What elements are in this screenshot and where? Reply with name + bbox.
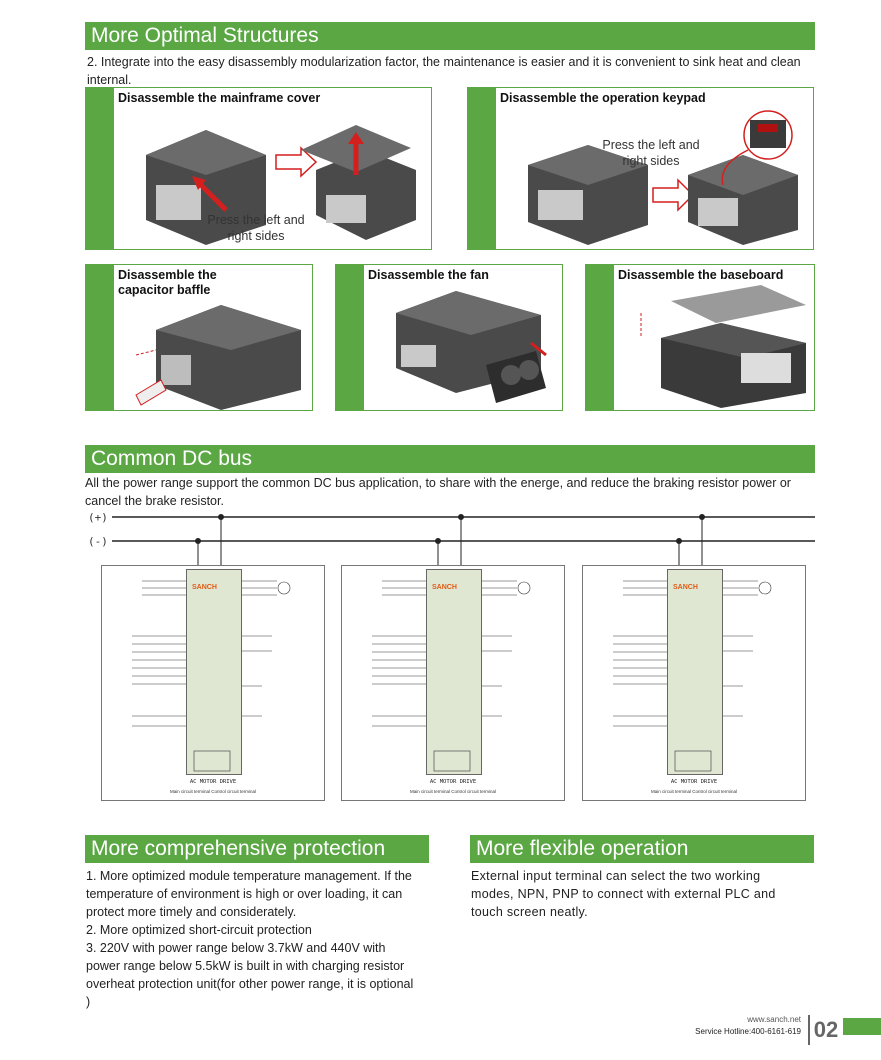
panel-operation-keypad: Disassemble the operation keypad Press t… bbox=[467, 87, 814, 250]
drive-core bbox=[426, 569, 482, 775]
schematic-legend: Main circuit terminal Control circuit te… bbox=[650, 789, 738, 794]
mainframe-cover-illustration bbox=[146, 125, 416, 245]
drive-schematic-1: SANCH AC MOTOR DRIVE Main circuit termin… bbox=[101, 565, 325, 801]
panel-strip bbox=[86, 265, 114, 410]
drive-core bbox=[186, 569, 242, 775]
panel-title: Disassemble the baseboard bbox=[618, 268, 784, 282]
panel-title: Disassemble the fan bbox=[368, 268, 489, 282]
schematic-caption: AC MOTOR DRIVE bbox=[670, 779, 718, 785]
schematic-wiring bbox=[132, 580, 291, 772]
brand-logo: SANCH bbox=[432, 584, 457, 591]
schematic-caption: AC MOTOR DRIVE bbox=[189, 779, 237, 785]
drive-schematic-2: SANCH AC MOTOR DRIVE Main circuit termin… bbox=[341, 565, 565, 801]
operation-text: External input terminal can select the t… bbox=[471, 869, 776, 919]
panel-title: Disassemble the operation keypad bbox=[500, 91, 706, 105]
protection-list: 1. More optimized module temperature man… bbox=[86, 867, 416, 1011]
bus-minus-label: (-) bbox=[88, 535, 108, 548]
panel-strip bbox=[468, 88, 496, 249]
panel-baseboard: Disassemble the baseboard bbox=[585, 264, 815, 411]
panel-strip bbox=[586, 265, 614, 410]
panel-note: Press the left and right sides bbox=[207, 213, 305, 243]
protection-item-3: 3. 220V with power range below 3.7kW and… bbox=[86, 941, 414, 1009]
drive-core bbox=[667, 569, 723, 775]
bus-plus-label: (+) bbox=[88, 511, 108, 524]
panel-capacitor-baffle: Disassemble the capacitor baffle bbox=[85, 264, 313, 411]
section-title-operation: More flexible operation bbox=[470, 835, 814, 863]
keypad-illustration bbox=[528, 110, 798, 245]
schematic-wiring bbox=[372, 580, 531, 772]
protection-item-2: 2. More optimized short-circuit protecti… bbox=[86, 923, 312, 937]
panel-mainframe-cover: Disassemble the mainframe cover Press th… bbox=[85, 87, 432, 250]
footer-hotline: Service Hotline:400-6161-619 bbox=[695, 1027, 801, 1036]
panel-title: Disassemble the capacitor baffle bbox=[118, 268, 217, 297]
section-title-structures: More Optimal Structures bbox=[85, 22, 815, 50]
capacitor-baffle-illustration bbox=[135, 305, 301, 410]
page-number: 02 bbox=[808, 1015, 842, 1045]
panel-note: Press the left and right sides bbox=[602, 138, 700, 168]
panel-title: Disassemble the mainframe cover bbox=[118, 91, 321, 105]
schematic-legend: Main circuit terminal Control circuit te… bbox=[169, 789, 257, 794]
section-title-protection: More comprehensive protection bbox=[85, 835, 429, 863]
dc-bus-lines bbox=[112, 514, 815, 565]
schematic-legend: Main circuit terminal Control circuit te… bbox=[409, 789, 497, 794]
page-accent-bar bbox=[843, 1018, 881, 1035]
fan-illustration bbox=[396, 291, 547, 403]
structures-intro: 2. Integrate into the easy disassembly m… bbox=[87, 55, 801, 87]
drive-schematic-3: SANCH AC MOTOR DRIVE Main circuit termin… bbox=[582, 565, 806, 801]
dcbus-intro: All the power range support the common D… bbox=[85, 476, 791, 508]
footer-url: www.sanch.net bbox=[747, 1015, 801, 1024]
panel-strip bbox=[336, 265, 364, 410]
brand-logo: SANCH bbox=[673, 584, 698, 591]
panel-fan: Disassemble the fan bbox=[335, 264, 563, 411]
schematic-wiring bbox=[613, 580, 772, 772]
panel-strip bbox=[86, 88, 114, 249]
schematic-caption: AC MOTOR DRIVE bbox=[429, 779, 477, 785]
section-title-dcbus: Common DC bus bbox=[85, 445, 815, 473]
baseboard-illustration bbox=[640, 285, 806, 408]
protection-item-1: 1. More optimized module temperature man… bbox=[86, 869, 412, 919]
brand-logo: SANCH bbox=[192, 584, 217, 591]
